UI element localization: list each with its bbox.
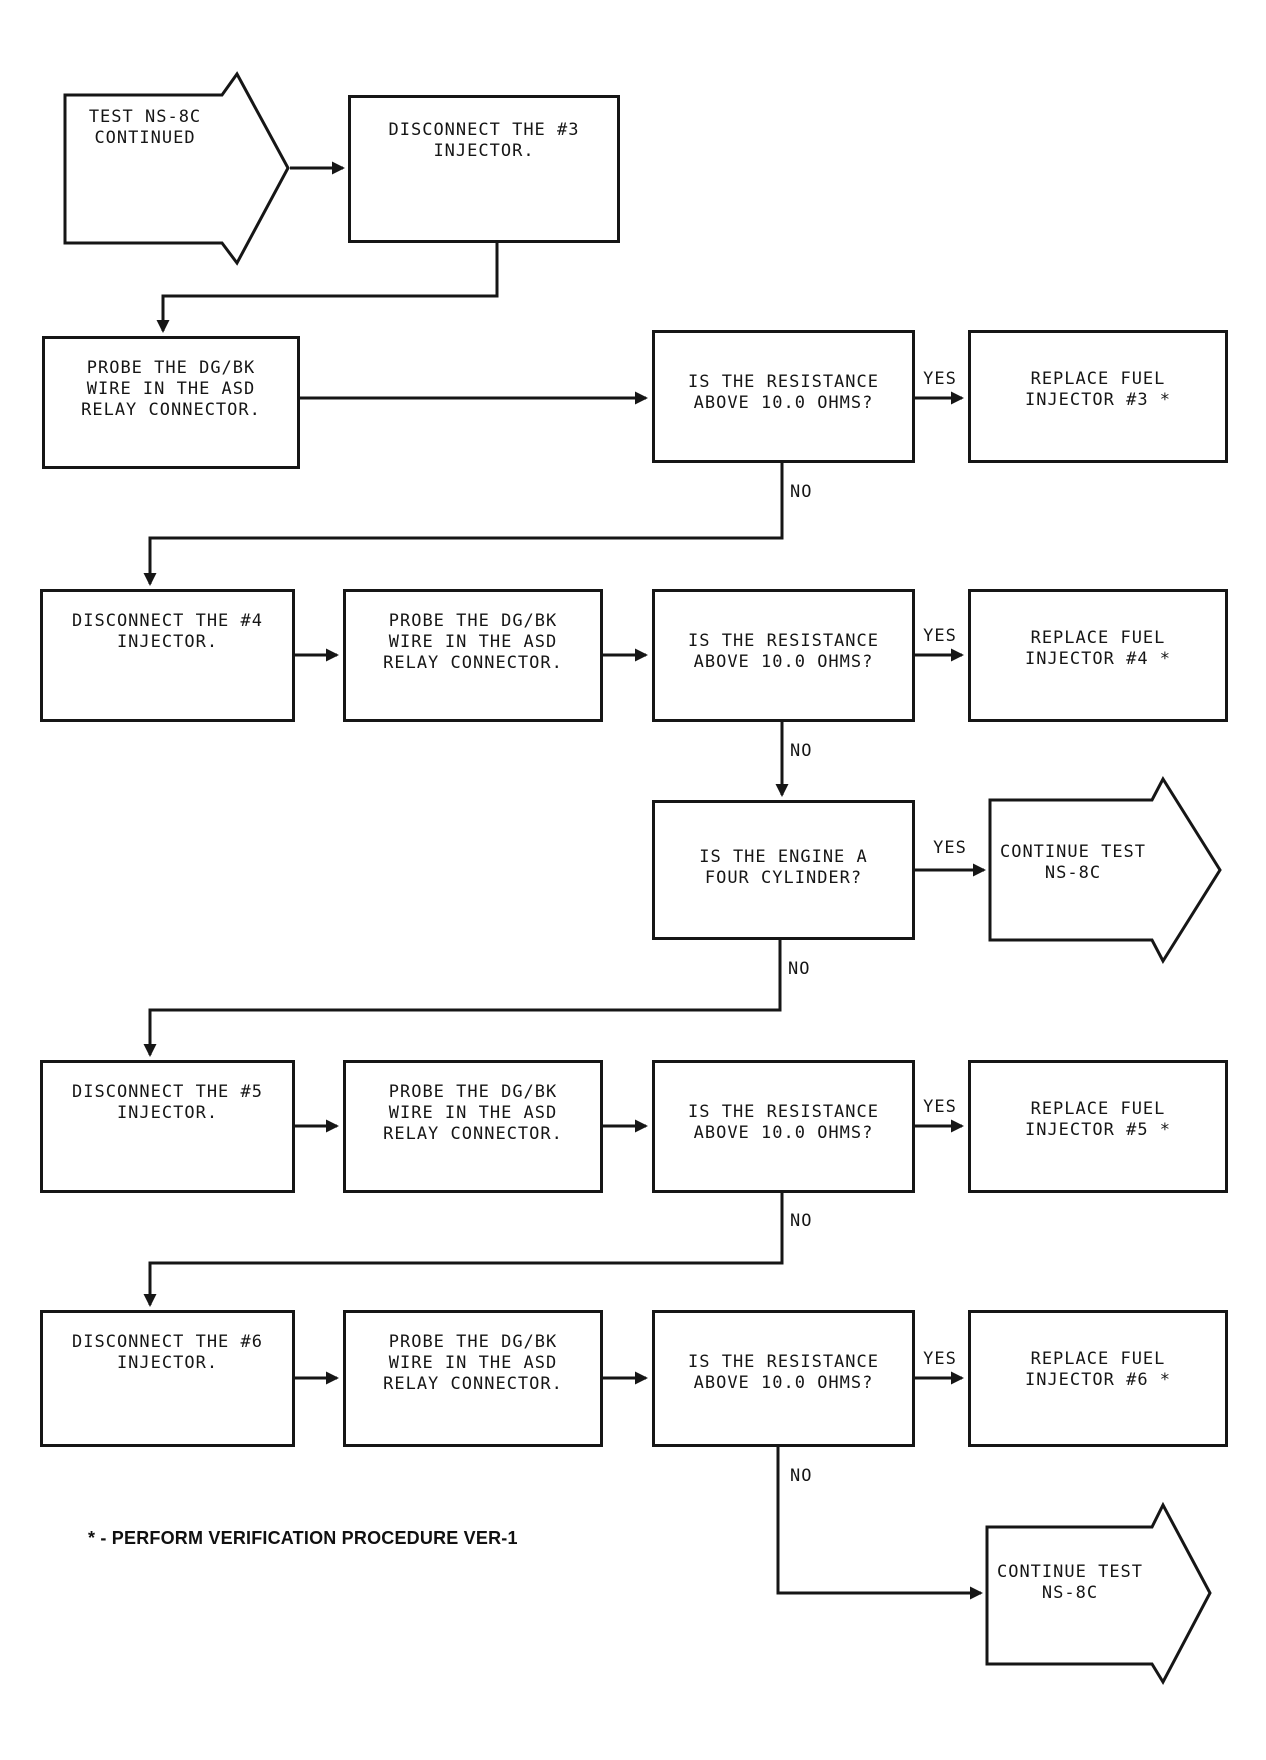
entry-flag-label: TEST NS-8C CONTINUED bbox=[88, 107, 202, 148]
edge-label-yes: YES bbox=[923, 369, 957, 389]
node-replace-injector-5: REPLACE FUEL INJECTOR #5 * bbox=[968, 1060, 1228, 1193]
edge-label-yes: YES bbox=[923, 1349, 957, 1369]
node-probe-asd-wire-3: PROBE THE DG/BK WIRE IN THE ASD RELAY CO… bbox=[42, 336, 300, 469]
continue-end-flag-shape bbox=[985, 1501, 1212, 1686]
node-probe-asd-wire-5: PROBE THE DG/BK WIRE IN THE ASD RELAY CO… bbox=[343, 1060, 603, 1193]
node-disconnect-injector-6: DISCONNECT THE #6 INJECTOR. bbox=[40, 1310, 295, 1447]
edge-label-yes: YES bbox=[923, 1097, 957, 1117]
edge-label-yes: YES bbox=[933, 838, 967, 858]
node-resistance-check-3: IS THE RESISTANCE ABOVE 10.0 OHMS? bbox=[652, 330, 915, 463]
node-resistance-check-5: IS THE RESISTANCE ABOVE 10.0 OHMS? bbox=[652, 1060, 915, 1193]
node-resistance-check-6: IS THE RESISTANCE ABOVE 10.0 OHMS? bbox=[652, 1310, 915, 1447]
node-disconnect-injector-5: DISCONNECT THE #5 INJECTOR. bbox=[40, 1060, 295, 1193]
node-four-cylinder-check: IS THE ENGINE A FOUR CYLINDER? bbox=[652, 800, 915, 940]
edge-label-no: NO bbox=[790, 741, 813, 761]
continue-end-flag-label: CONTINUE TEST NS-8C bbox=[996, 1562, 1144, 1603]
footnote: * - PERFORM VERIFICATION PROCEDURE VER-1 bbox=[88, 1528, 518, 1548]
continue-mid-flag-label: CONTINUE TEST NS-8C bbox=[999, 842, 1147, 883]
node-resistance-check-4: IS THE RESISTANCE ABOVE 10.0 OHMS? bbox=[652, 589, 915, 722]
node-replace-injector-6: REPLACE FUEL INJECTOR #6 * bbox=[968, 1310, 1228, 1447]
node-disconnect-injector-3: DISCONNECT THE #3 INJECTOR. bbox=[348, 95, 620, 243]
node-replace-injector-4: REPLACE FUEL INJECTOR #4 * bbox=[968, 589, 1228, 722]
node-disconnect-injector-4: DISCONNECT THE #4 INJECTOR. bbox=[40, 589, 295, 722]
entry-flag-shape bbox=[63, 71, 290, 266]
edge-label-yes: YES bbox=[923, 626, 957, 646]
node-probe-asd-wire-6: PROBE THE DG/BK WIRE IN THE ASD RELAY CO… bbox=[343, 1310, 603, 1447]
edge-label-no: NO bbox=[790, 482, 813, 502]
edge-label-no: NO bbox=[788, 959, 811, 979]
continue-mid-flag-shape bbox=[988, 775, 1222, 965]
node-probe-asd-wire-4: PROBE THE DG/BK WIRE IN THE ASD RELAY CO… bbox=[343, 589, 603, 722]
node-replace-injector-3: REPLACE FUEL INJECTOR #3 * bbox=[968, 330, 1228, 463]
edge-label-no: NO bbox=[790, 1466, 813, 1486]
edge-label-no: NO bbox=[790, 1211, 813, 1231]
